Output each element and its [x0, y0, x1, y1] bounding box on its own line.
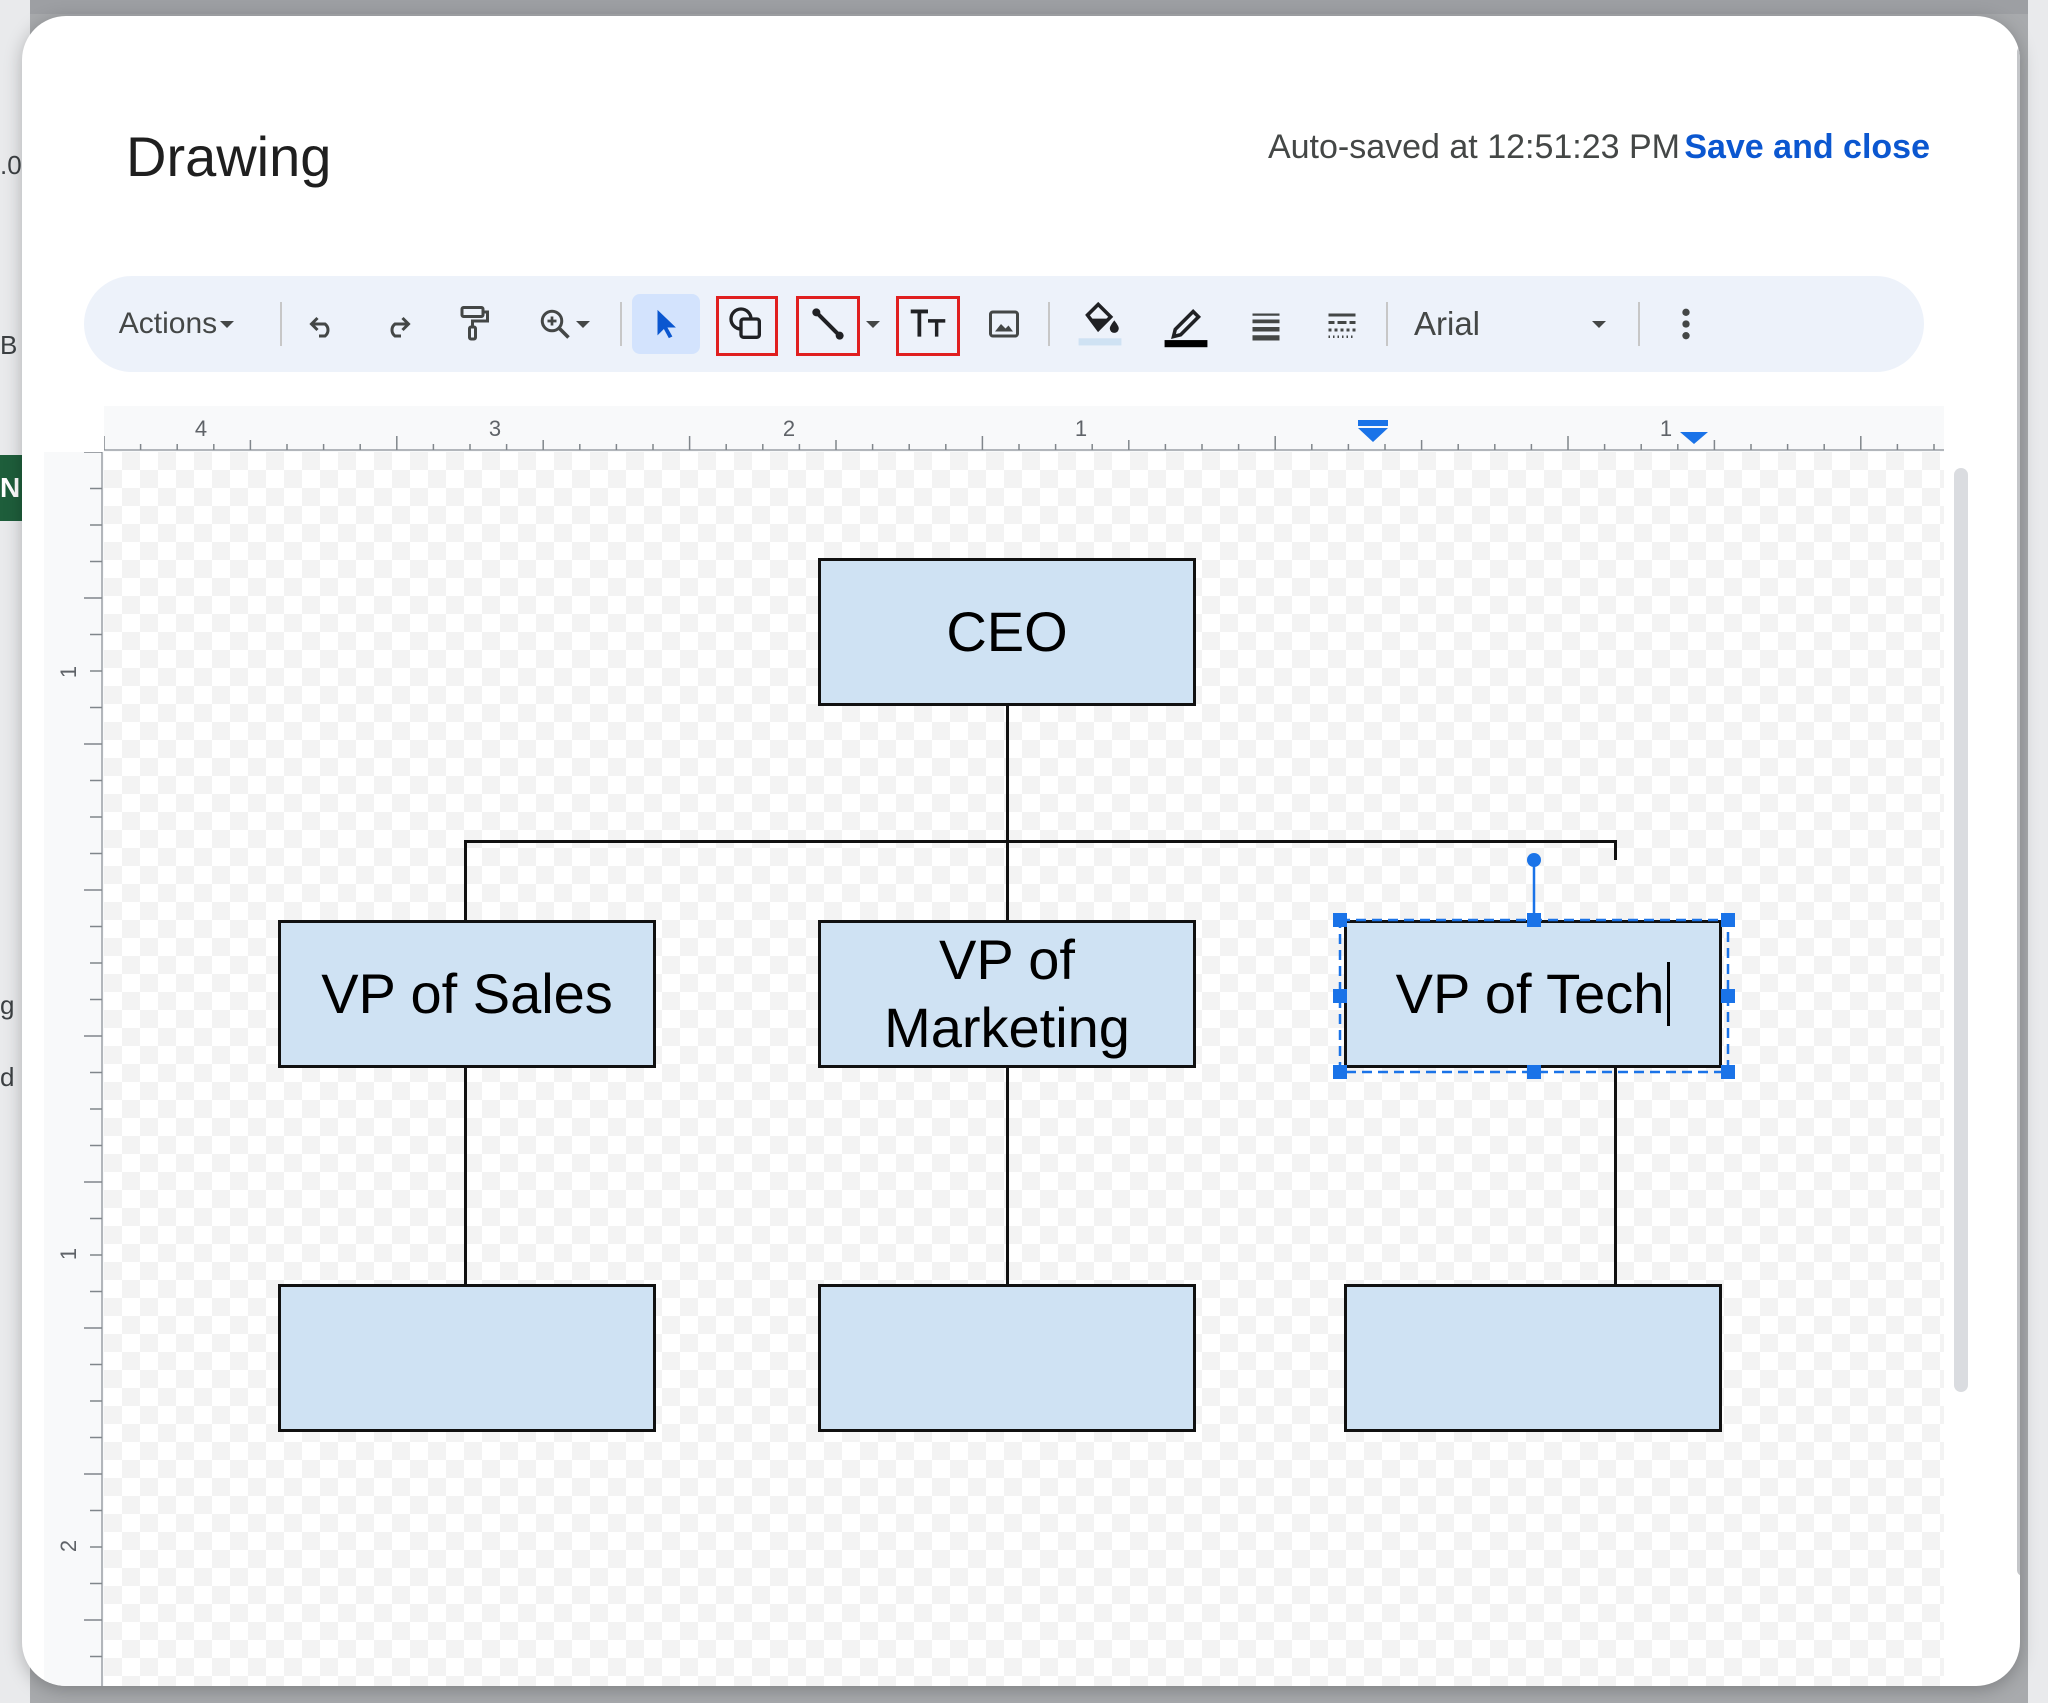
- text-box-icon: [910, 309, 946, 337]
- selection-overlay: [1333, 853, 1735, 1079]
- dropdown-arrow-icon: [1592, 321, 1606, 328]
- canvas-scrollbar[interactable]: [1954, 468, 1968, 1392]
- line-type-dropdown[interactable]: [860, 294, 886, 354]
- connector-horizontal[interactable]: [464, 840, 1616, 843]
- paint-format-button[interactable]: [444, 294, 504, 354]
- shape-tool-button[interactable]: [714, 294, 778, 354]
- dropdown-arrow-icon: [576, 321, 590, 328]
- highlight-box-shape: [716, 296, 778, 356]
- ruler-label: 4: [195, 416, 207, 441]
- line-icon: [812, 308, 844, 340]
- ruler-label: 1: [1075, 416, 1087, 441]
- ruler-label: 1: [56, 1248, 81, 1260]
- rotate-handle[interactable]: [1527, 853, 1541, 867]
- ruler-label: 2: [56, 1540, 81, 1552]
- border-color-icon: [1164, 308, 1208, 348]
- node-vp-marketing-label: VP of Marketing: [884, 928, 1130, 1059]
- resize-handle[interactable]: [1527, 1065, 1541, 1079]
- dialog-scrollbar[interactable]: [2017, 46, 2020, 1576]
- vertical-ruler: 1 1 2: [44, 452, 104, 1686]
- toolbar-divider: [280, 302, 282, 346]
- redo-icon: [390, 316, 411, 338]
- fill-color-button[interactable]: [1064, 294, 1136, 354]
- border-color-button[interactable]: [1150, 294, 1222, 354]
- node-sub-marketing[interactable]: [818, 1284, 1196, 1432]
- select-icon: [657, 309, 676, 339]
- shape-icon: [729, 307, 761, 339]
- border-weight-icon: [1252, 313, 1280, 341]
- node-sub-sales[interactable]: [278, 1284, 656, 1432]
- resize-handle[interactable]: [1527, 913, 1541, 927]
- fill-color-icon: [1078, 301, 1122, 346]
- background-app-right: [2028, 0, 2048, 1703]
- save-and-close-button[interactable]: Save and close: [1684, 128, 1930, 166]
- border-dash-button[interactable]: [1310, 294, 1374, 354]
- autosave-status: Auto-saved at 12:51:23 PM: [1267, 128, 1680, 166]
- node-vp-tech-label: VP of Tech: [1395, 962, 1665, 1025]
- node-vp-sales-label: VP of Sales: [321, 962, 613, 1025]
- left-indent-marker[interactable]: [1358, 420, 1388, 442]
- undo-button[interactable]: [292, 294, 352, 354]
- node-vp-sales[interactable]: VP of Sales: [278, 920, 656, 1068]
- resize-handle[interactable]: [1721, 913, 1735, 927]
- toolbar-divider: [620, 302, 622, 346]
- connector-to-sales[interactable]: [464, 840, 467, 920]
- highlight-box-text: [896, 296, 960, 356]
- drawing-toolbar: Actions: [84, 276, 1924, 372]
- highlight-box-line: [796, 296, 860, 356]
- actions-label: Actions: [118, 307, 218, 340]
- font-family-label: Arial: [1414, 305, 1481, 342]
- select-tool-button[interactable]: [632, 294, 700, 354]
- right-indent-marker[interactable]: [1680, 432, 1708, 444]
- image-tool-button[interactable]: [972, 294, 1036, 354]
- toolbar-divider: [1386, 302, 1388, 346]
- dropdown-arrow-icon: [866, 321, 880, 328]
- connector-sales-sub[interactable]: [464, 1062, 467, 1288]
- undo-icon: [309, 316, 330, 338]
- resize-handle[interactable]: [1333, 913, 1347, 927]
- ruler-label: 3: [489, 416, 501, 441]
- paint-format-icon: [460, 306, 489, 341]
- zoom-button[interactable]: [522, 294, 608, 354]
- border-weight-button[interactable]: [1234, 294, 1298, 354]
- ruler-label: 2: [783, 416, 795, 441]
- image-icon: [989, 310, 1019, 338]
- horizontal-ruler: 4 3 2 1 1: [104, 406, 1944, 452]
- node-sub-tech[interactable]: [1344, 1284, 1722, 1432]
- ruler-label: 1: [56, 666, 81, 678]
- resize-handle[interactable]: [1721, 1065, 1735, 1079]
- connector-to-tech[interactable]: [1614, 840, 1617, 860]
- drawing-dialog: Drawing Auto-saved at 12:51:23 PM Save a…: [22, 16, 2020, 1686]
- toolbar-divider: [1048, 302, 1050, 346]
- connector-tech-sub[interactable]: [1614, 1062, 1617, 1288]
- actions-menu-button[interactable]: Actions: [108, 294, 248, 354]
- resize-handle[interactable]: [1333, 989, 1347, 1003]
- text-cursor: [1667, 962, 1671, 1026]
- redo-button[interactable]: [368, 294, 428, 354]
- background-app-top: [0, 0, 2048, 14]
- dropdown-arrow-icon: [220, 321, 235, 328]
- more-options-icon: [1682, 308, 1690, 340]
- ruler-label: 1: [1660, 416, 1672, 441]
- toolbar-divider: [1638, 302, 1640, 346]
- line-tool-button[interactable]: [796, 294, 860, 354]
- zoom-icon: [540, 309, 570, 339]
- more-options-button[interactable]: [1656, 294, 1716, 354]
- resize-handle[interactable]: [1333, 1065, 1347, 1079]
- resize-handle[interactable]: [1721, 989, 1735, 1003]
- dialog-title: Drawing: [126, 125, 332, 188]
- font-family-select[interactable]: Arial: [1402, 294, 1622, 354]
- border-dash-icon: [1328, 313, 1356, 338]
- node-ceo[interactable]: CEO: [818, 558, 1196, 706]
- text-box-tool-button[interactable]: [896, 294, 960, 354]
- drawing-canvas[interactable]: CEO VP of Sales VP of Marketing VP of Te…: [104, 452, 1944, 1686]
- node-ceo-label: CEO: [946, 600, 1068, 663]
- node-vp-marketing[interactable]: VP of Marketing: [818, 920, 1196, 1068]
- connector-marketing-sub[interactable]: [1006, 1062, 1009, 1288]
